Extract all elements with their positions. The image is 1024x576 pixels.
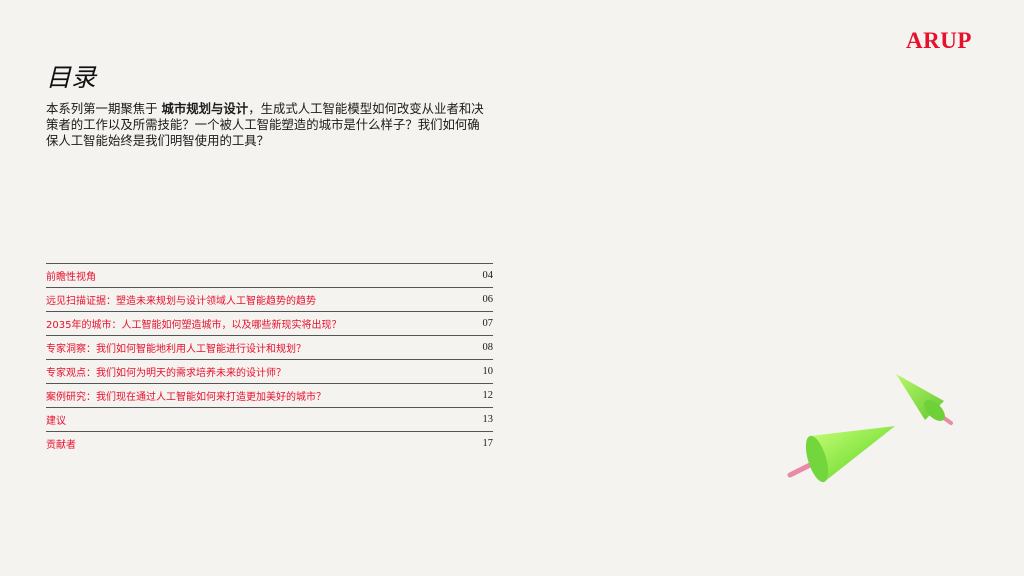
- toc-label: 前瞻性视角: [46, 272, 96, 283]
- intro-paragraph: 本系列第一期聚焦于 城市规划与设计，生成式人工智能模型如何改变从业者和决策者的工…: [46, 101, 486, 149]
- toc-row[interactable]: 专家观点：我们如何为明天的需求培养未来的设计师？ 10: [46, 360, 493, 384]
- toc-row[interactable]: 贡献者 17: [46, 432, 493, 455]
- toc-page-number: 07: [482, 318, 494, 329]
- arup-logo: ARUP: [906, 28, 972, 53]
- toc-page-number: 10: [482, 366, 494, 377]
- toc-label: 远见扫描证据：塑造未来规划与设计领域人工智能趋势的趋势: [46, 296, 316, 307]
- toc-page-number: 08: [482, 342, 494, 353]
- toc-label: 建议: [46, 416, 66, 427]
- page-title: 目录: [46, 63, 97, 92]
- toc-page-number: 17: [482, 438, 494, 449]
- cone-pin-illustration: [787, 374, 953, 483]
- small-cone-icon: [896, 374, 953, 425]
- toc-label: 专家洞察：我们如何智能地利用人工智能进行设计和规划？: [46, 344, 306, 355]
- large-cone-icon: [787, 426, 895, 483]
- toc-row[interactable]: 案例研究：我们现在通过人工智能如何来打造更加美好的城市？ 12: [46, 384, 493, 408]
- toc-label: 专家观点：我们如何为明天的需求培养未来的设计师？: [46, 368, 286, 379]
- toc-page-number: 06: [482, 294, 494, 305]
- toc-row[interactable]: 前瞻性视角 04: [46, 264, 493, 288]
- toc-label: 贡献者: [46, 440, 76, 451]
- table-of-contents: 前瞻性视角 04 远见扫描证据：塑造未来规划与设计领域人工智能趋势的趋势 06 …: [46, 263, 493, 455]
- toc-row[interactable]: 2035年的城市：人工智能如何塑造城市，以及哪些新现实将出现？ 07: [46, 312, 493, 336]
- toc-page-number: 12: [482, 390, 494, 401]
- toc-label: 2035年的城市：人工智能如何塑造城市，以及哪些新现实将出现？: [46, 320, 342, 331]
- toc-row[interactable]: 远见扫描证据：塑造未来规划与设计领域人工智能趋势的趋势 06: [46, 288, 493, 312]
- toc-page-number: 04: [482, 270, 494, 281]
- toc-row[interactable]: 专家洞察：我们如何智能地利用人工智能进行设计和规划？ 08: [46, 336, 493, 360]
- intro-text-2: ，生成式人工智能模型如何改变从业者和决策者的工作以及所需技能？一个被人工智能塑造…: [46, 101, 484, 148]
- intro-bold-topic: 城市规划与设计: [161, 101, 249, 116]
- toc-row[interactable]: 建议 13: [46, 408, 493, 432]
- toc-label: 案例研究：我们现在通过人工智能如何来打造更加美好的城市？: [46, 392, 326, 403]
- toc-page-number: 13: [482, 414, 494, 425]
- intro-text-1: 本系列第一期聚焦于: [46, 101, 158, 116]
